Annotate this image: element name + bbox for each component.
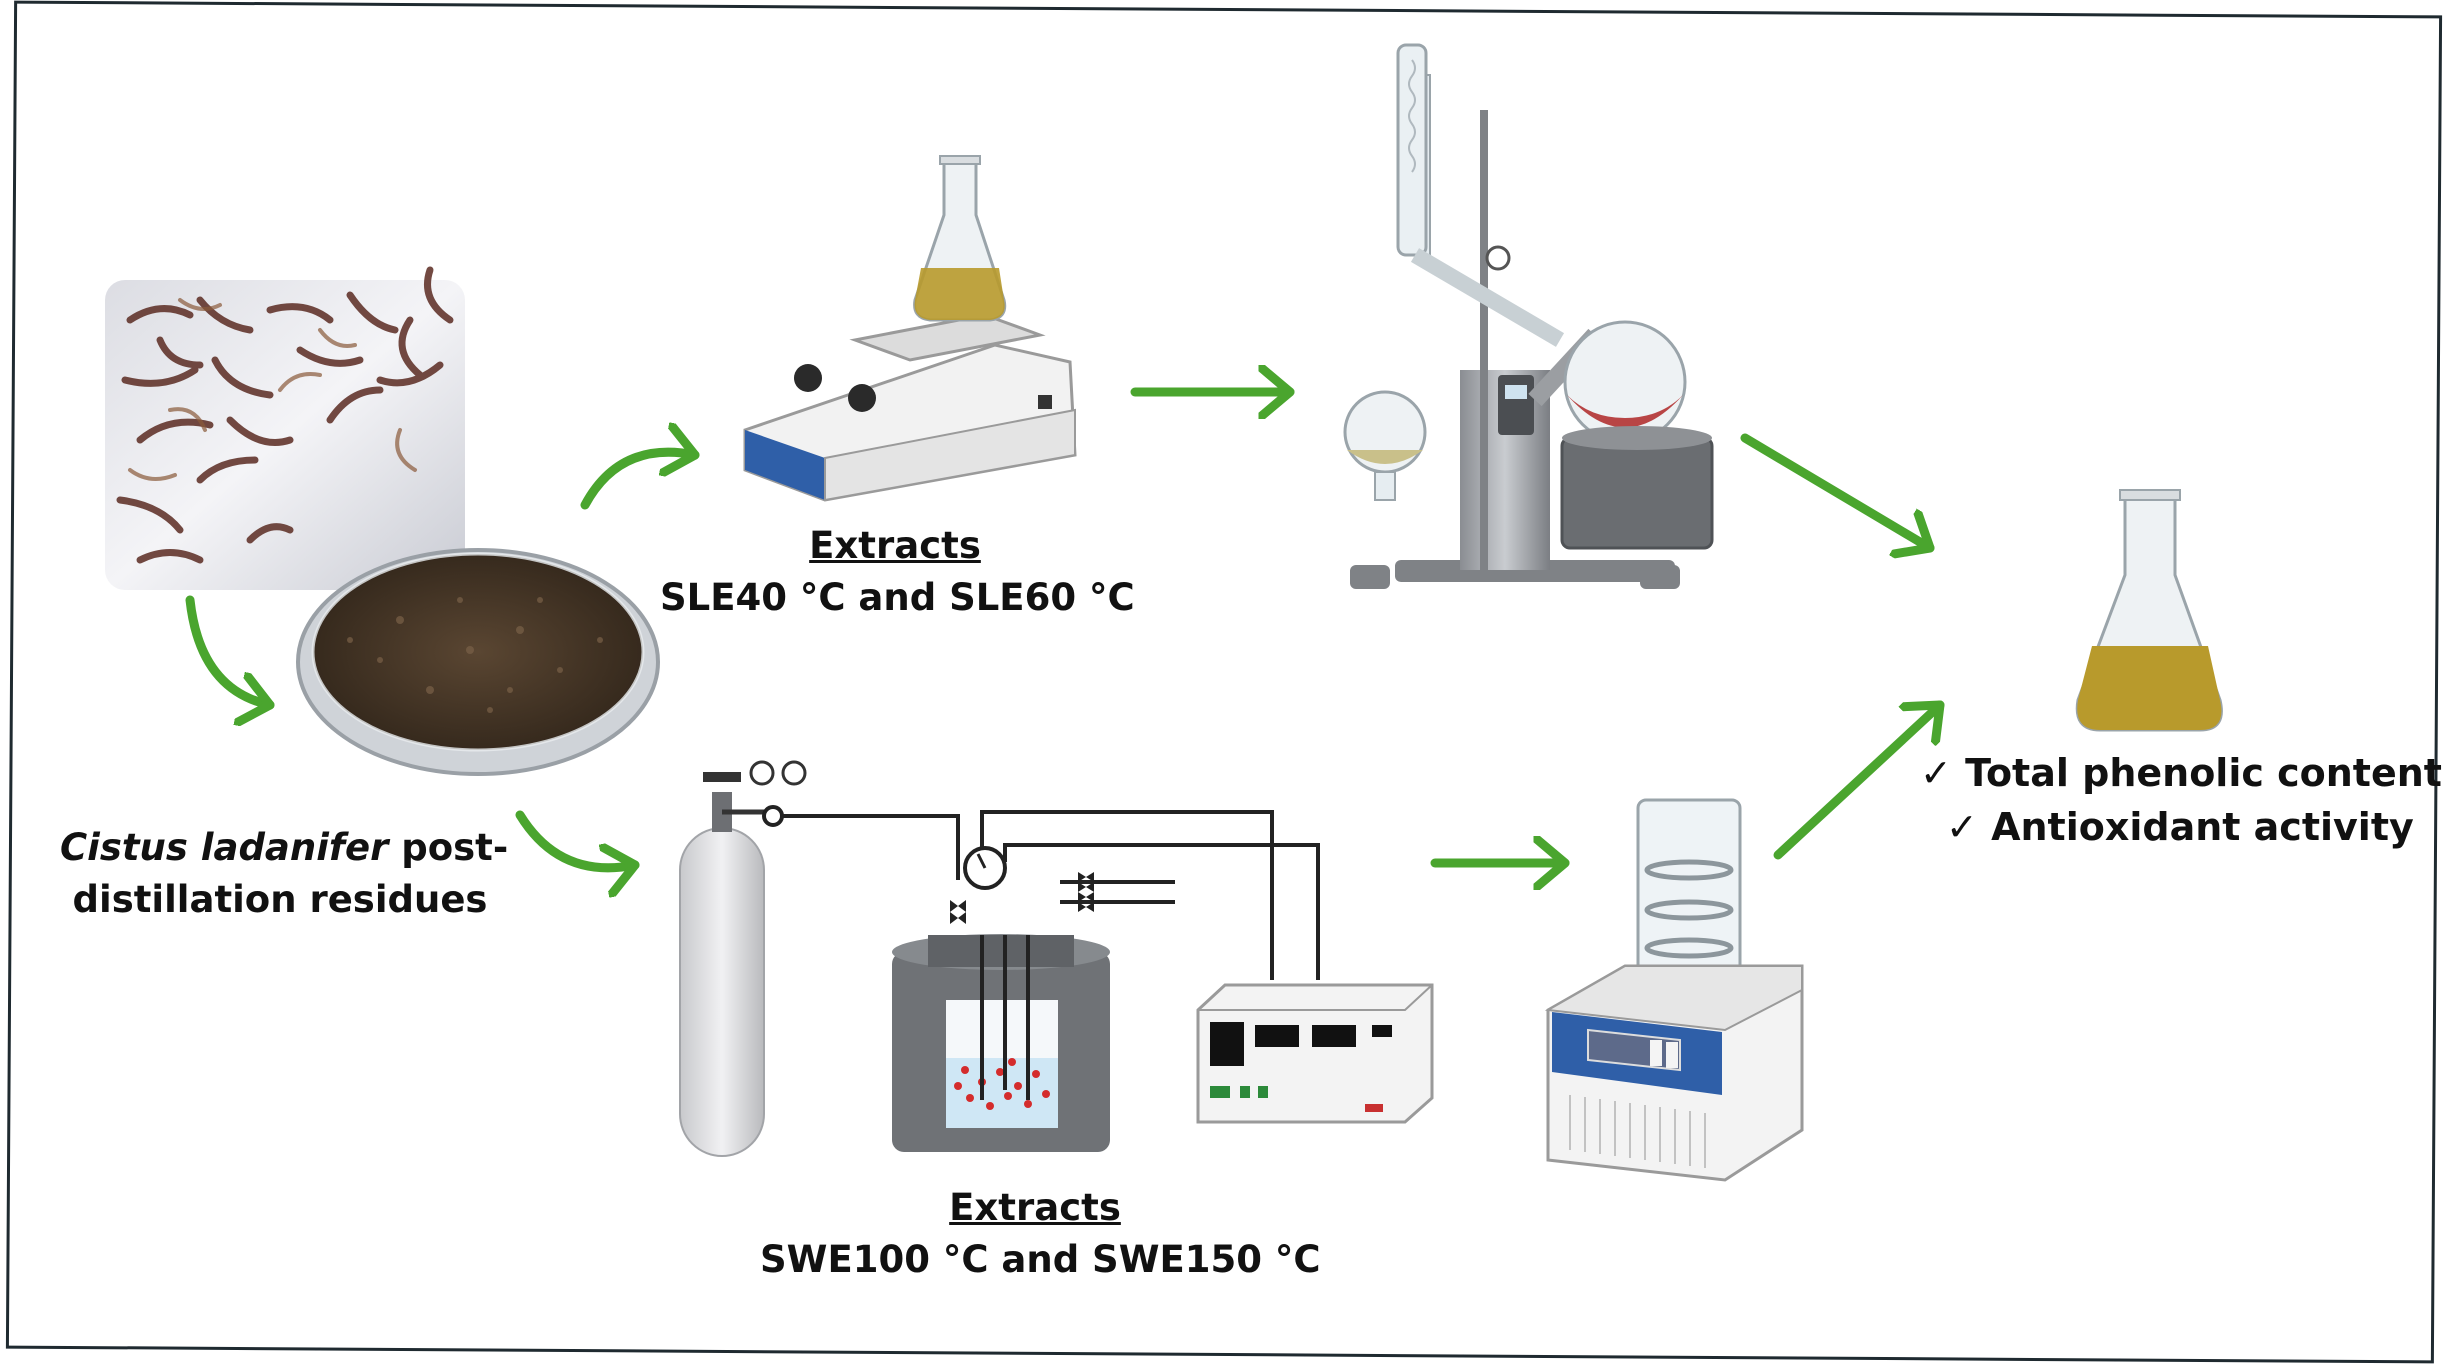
residues-text-2: distillation residues xyxy=(72,878,488,921)
check-icon: ✓ xyxy=(1920,751,1952,795)
swe-extracts-conditions: SWE100 °C and SWE150 °C xyxy=(760,1238,1321,1281)
sle-extracts-title: Extracts xyxy=(809,524,981,567)
petri-dish xyxy=(296,548,660,776)
species-name: Cistus ladanifer xyxy=(60,826,389,869)
result-item-antioxidant: ✓ Antioxidant activity xyxy=(1946,805,2414,849)
swe-extracts-label: Extracts SWE100 °C and SWE150 °C xyxy=(760,1182,1321,1286)
arrow-freezedryer-to-product xyxy=(1773,700,1945,860)
process-arrows xyxy=(185,392,1945,868)
hotplate-stirrer xyxy=(743,155,1077,502)
arrow-dish-to-swe xyxy=(515,810,640,868)
gas-cylinder xyxy=(679,760,807,1157)
gas-lines xyxy=(782,810,1320,980)
arrow-dish-to-sle xyxy=(580,452,700,510)
product-flask xyxy=(2075,489,2223,732)
result-item-phenolic: ✓ Total phenolic content xyxy=(1920,751,2442,795)
sle-extracts-conditions: SLE40 °C and SLE60 °C xyxy=(660,576,1135,619)
control-unit xyxy=(1196,983,1434,1124)
residues-label: Cistus ladanifer post- distillation resi… xyxy=(60,822,508,926)
freeze-dryer xyxy=(1544,798,1804,1182)
arrow-rotavap-to-product xyxy=(1740,433,1935,548)
swe-extracts-title: Extracts xyxy=(949,1186,1121,1229)
analysis-results-list: ✓ Total phenolic content ✓ Antioxidant a… xyxy=(1920,746,2442,854)
rotary-evaporator xyxy=(1343,43,1714,589)
subcritical-water-reactor xyxy=(892,846,1110,1152)
check-icon: ✓ xyxy=(1946,805,1978,849)
sle-extracts-label: Extracts SLE40 °C and SLE60 °C xyxy=(660,520,1135,624)
dried-leaves-photo xyxy=(105,266,465,590)
residues-text-1: post- xyxy=(388,826,509,869)
arrow-leaves-to-dish xyxy=(185,595,275,705)
